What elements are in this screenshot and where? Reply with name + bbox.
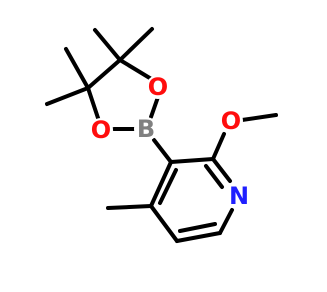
bond-b-c3 <box>152 138 173 164</box>
bond-methyl-3 <box>64 47 90 90</box>
atom-oxygen-methoxy-bg <box>219 109 243 133</box>
bond-o-ch3 <box>240 113 278 122</box>
atom-oxygen-left-bg <box>89 118 113 142</box>
atom-oxygen-methoxy-label: O <box>221 107 241 135</box>
bond-c-c-ring <box>86 58 122 90</box>
bond-c2-o <box>211 132 226 161</box>
bond-c-o-left <box>86 86 102 126</box>
bond-c4-c3-double <box>158 168 178 205</box>
bond-c-o-top <box>118 58 155 82</box>
bond-methyl-2 <box>118 27 154 62</box>
bond-c3-c2 <box>169 157 215 164</box>
bond-c2-n-double <box>204 164 224 189</box>
atom-boron: B <box>134 115 158 143</box>
bond-methyl-4 <box>45 86 90 106</box>
bond-c6-c5 <box>175 231 222 243</box>
atom-boron-label: B <box>137 115 155 143</box>
bond-c4-c3 <box>149 160 173 208</box>
bond-c5-c4 <box>149 204 179 243</box>
atom-oxygen-methoxy: O <box>219 107 243 135</box>
atom-nitrogen-label: N <box>229 182 249 210</box>
atom-nitrogen-bg <box>227 184 251 208</box>
atom-oxygen-top-label: O <box>148 73 168 101</box>
atom-oxygen-top: O <box>146 73 170 101</box>
atom-labels: O O B O N <box>89 73 251 210</box>
atom-oxygen-left-label: O <box>91 116 111 144</box>
atom-boron-bg <box>134 117 158 141</box>
bond-b-o <box>149 95 160 119</box>
bond-c2-n <box>211 157 232 183</box>
atom-oxygen-left: O <box>89 116 113 144</box>
atom-nitrogen: N <box>227 182 251 210</box>
bond-c4-methyl <box>106 204 153 210</box>
bond-lines <box>45 27 278 243</box>
atom-oxygen-top-bg <box>146 75 170 99</box>
bond-c6-c5-double <box>178 222 217 233</box>
bond-methyl-1 <box>93 28 122 62</box>
bond-n-c6 <box>218 208 234 235</box>
